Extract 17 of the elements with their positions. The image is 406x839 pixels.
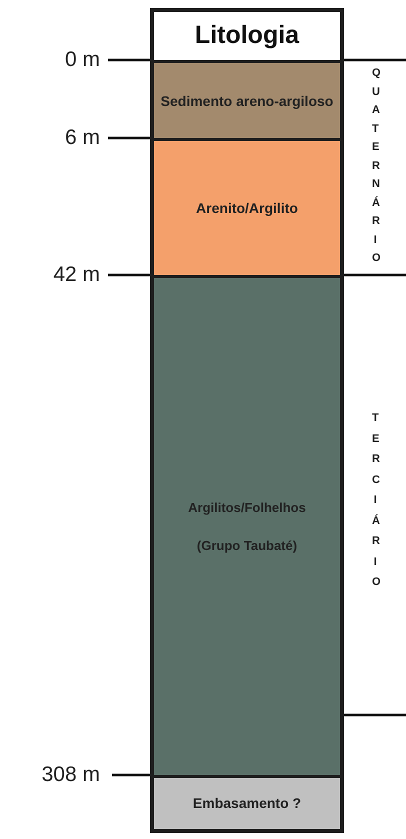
layer-label: (Grupo Taubaté) [196, 536, 298, 555]
layer-box [150, 775, 344, 833]
column-header [150, 8, 344, 60]
layer-box [150, 275, 344, 775]
layer-box [150, 138, 344, 275]
depth-label: 0 m [64, 48, 100, 72]
layer-label: Embasamento ? [192, 794, 302, 813]
depth-label: 308 m [42, 763, 100, 787]
layer-label: Arenito/Argilito [195, 198, 299, 218]
depth-label: 42 m [53, 263, 100, 287]
layer-label: Sedimento areno-argiloso [160, 92, 334, 110]
era-label: QUATERNÁRIO [372, 66, 379, 266]
column-heading: Litologia [194, 20, 300, 52]
layer-label: Argilitos/Folhelhos [187, 499, 307, 517]
depth-label: 6 m [64, 126, 100, 150]
era-label: TERCIÁRIO [372, 411, 379, 590]
layer-box [150, 60, 344, 138]
